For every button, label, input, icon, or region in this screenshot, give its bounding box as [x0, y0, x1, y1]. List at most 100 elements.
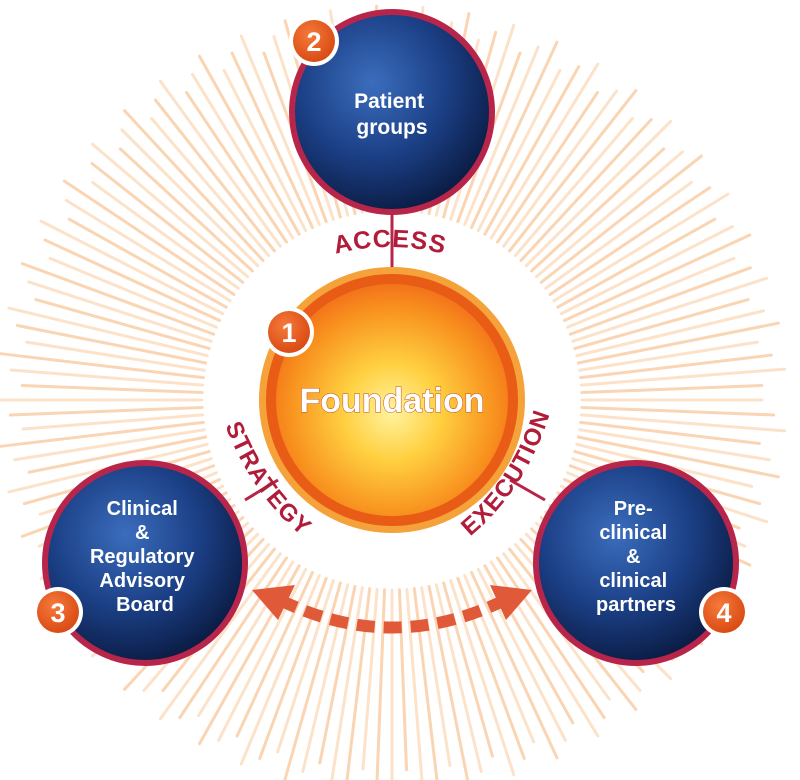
sun-ray: [552, 192, 730, 303]
sun-ray: [405, 587, 424, 780]
sun-ray: [571, 276, 769, 343]
sun-ray: [318, 584, 357, 765]
sun-ray: [463, 574, 536, 744]
sun-ray: [62, 179, 236, 296]
sun-ray: [230, 51, 314, 229]
sun-ray: [548, 186, 712, 296]
sun-ray: [276, 579, 335, 754]
sun-ray: [530, 147, 666, 273]
sun-ray: [158, 552, 282, 721]
sun-ray: [20, 262, 216, 336]
sun-ray: [579, 353, 773, 380]
sun-ray: [361, 587, 379, 771]
sun-ray: [579, 367, 787, 387]
access-label: ACCESS: [331, 225, 449, 260]
sun-ray: [48, 256, 218, 329]
sun-ray: [539, 154, 703, 284]
sun-ray: [9, 368, 205, 387]
sun-ray: [420, 586, 452, 767]
sun-ray: [427, 584, 470, 780]
sun-ray: [154, 98, 276, 253]
sun-ray: [579, 420, 761, 445]
sun-ray: [463, 45, 540, 226]
sun-ray: [13, 428, 206, 462]
sun-ray: [456, 576, 526, 760]
sun-ray: [330, 586, 364, 780]
sun-ray: [118, 147, 254, 273]
patient-groups-line-2: groups: [356, 116, 427, 139]
sun-ray: [25, 340, 206, 372]
sun-ray: [21, 413, 205, 431]
sun-ray: [7, 306, 209, 358]
sun-ray: [566, 256, 736, 329]
advisory-line-3: Regulatory: [90, 546, 195, 568]
patient-groups-line-1: Patient: [354, 90, 424, 113]
sun-ray: [375, 588, 387, 780]
sun-ray: [0, 420, 205, 448]
badge-3: 3: [33, 587, 83, 637]
partners-line-4: clinical: [599, 570, 667, 592]
sun-ray: [150, 117, 271, 258]
sun-ray: [197, 54, 301, 236]
sun-ray: [568, 266, 752, 336]
advisory-line-5: Board: [116, 594, 174, 616]
sun-ray: [8, 405, 204, 417]
sun-ray: [34, 298, 211, 350]
partners-line-1: Pre-: [614, 498, 653, 520]
badge-4: 4: [699, 587, 749, 637]
partners-node: Pre- clinical & clinical partners: [533, 460, 739, 666]
badge-4-number: 4: [716, 598, 731, 628]
sun-ray: [158, 79, 282, 248]
sun-ray: [476, 68, 562, 233]
sun-ray: [283, 581, 342, 780]
svg-text:Patient groups: Patient groups: [354, 90, 430, 139]
sun-ray: [470, 40, 559, 229]
sun-ray: [239, 34, 321, 226]
sun-ray: [470, 571, 559, 760]
sun-ray: [235, 571, 314, 738]
badge-2-number: 2: [306, 27, 321, 57]
sun-ray: [556, 217, 717, 309]
sun-ray: [483, 65, 581, 236]
patient-groups-node: Patient groups: [289, 9, 495, 215]
sun-ray: [580, 383, 764, 395]
sun-ray: [575, 309, 765, 358]
sun-ray: [544, 181, 693, 290]
sun-ray: [563, 233, 752, 322]
sun-ray: [578, 340, 759, 372]
advisory-line-4: Advisory: [99, 570, 185, 592]
sun-ray: [442, 581, 494, 758]
sun-ray: [579, 413, 787, 433]
sun-ray: [64, 198, 232, 303]
sun-ray: [508, 89, 638, 253]
svg-text:Clinical & Regulat: Clinical & Regulatory Advisory Board: [90, 498, 200, 616]
sun-ray: [178, 556, 288, 720]
sun-ray: [217, 567, 308, 742]
sun-ray: [15, 323, 208, 365]
sun-ray: [90, 142, 250, 279]
sun-ray: [0, 352, 205, 380]
partners-line-3: &: [626, 546, 640, 568]
sun-ray: [222, 68, 308, 233]
sun-ray: [524, 119, 673, 268]
sun-ray: [39, 219, 225, 316]
sun-ray: [559, 225, 734, 316]
sun-ray: [397, 588, 409, 772]
sun-ray: [580, 405, 776, 417]
badge-1-number: 1: [281, 318, 296, 348]
sun-ray: [91, 181, 240, 290]
badge-2: 2: [289, 16, 339, 66]
sun-ray: [496, 90, 600, 244]
sun-ray: [184, 90, 288, 244]
partners-line-2: clinical: [599, 522, 667, 544]
advisory-line-2: &: [135, 522, 149, 544]
sun-ray: [67, 217, 228, 309]
sun-ray: [90, 162, 245, 284]
sun-ray: [20, 383, 204, 395]
advisory-line-1: Clinical: [107, 498, 178, 520]
sun-ray: [519, 117, 653, 262]
dashed-double-arrow: [252, 585, 532, 634]
sun-ray: [449, 579, 516, 777]
sun-ray: [502, 89, 619, 248]
